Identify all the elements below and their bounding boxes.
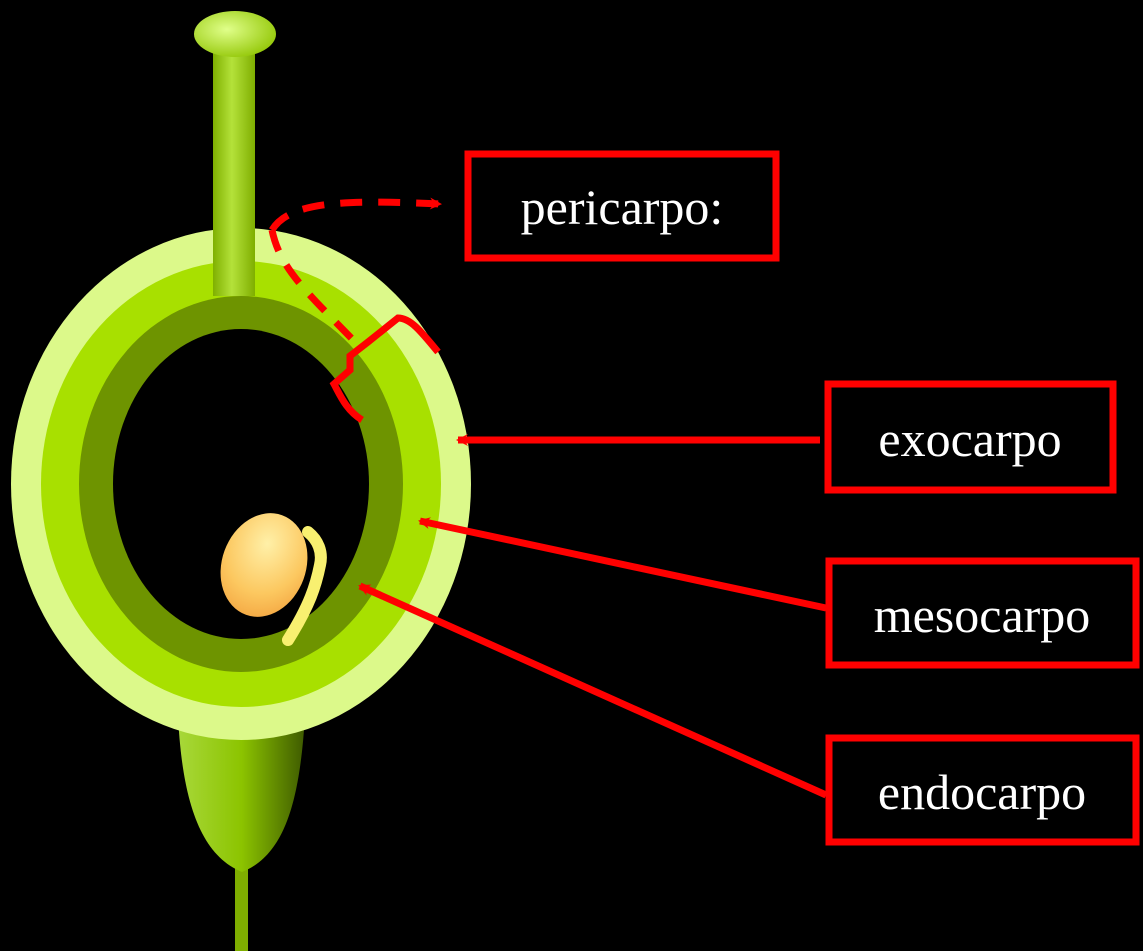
pedicel [235, 860, 248, 951]
stigma [194, 11, 276, 57]
pericarp-dashed-pointer [272, 202, 440, 230]
endocarp-arrow [360, 586, 826, 795]
pericarp-label: pericarpo: [468, 154, 776, 258]
exocarp-label-text: exocarpo [878, 411, 1061, 467]
style [213, 40, 255, 296]
mesocarp-label: mesocarpo [829, 561, 1136, 665]
endocarp-label: endocarpo [829, 738, 1136, 842]
mesocarp-label-text: mesocarpo [874, 587, 1091, 643]
endocarp-label-text: endocarpo [878, 764, 1086, 820]
pericarp-label-text: pericarpo: [521, 179, 724, 235]
exocarp-label: exocarpo [828, 384, 1113, 490]
mesocarp-arrow [420, 521, 826, 608]
